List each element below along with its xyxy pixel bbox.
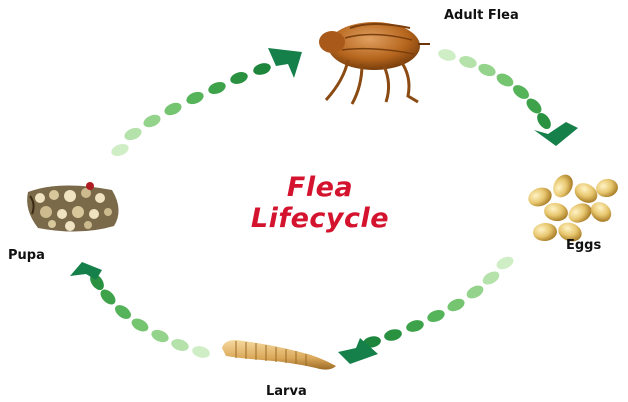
arrow-dots-eggs-to-larva bbox=[362, 254, 515, 349]
diagram-title: Flea Lifecycle bbox=[220, 172, 420, 234]
eggs-illustration bbox=[526, 171, 620, 244]
arrow-dots-adult-to-eggs bbox=[437, 47, 554, 131]
larva-illustration bbox=[222, 340, 336, 370]
arrow-dots-larva-to-pupa bbox=[87, 271, 211, 359]
title-line-2: Lifecycle bbox=[220, 203, 420, 234]
arrow-head-top-right bbox=[534, 122, 578, 146]
title-line-1: Flea bbox=[220, 172, 420, 203]
arrow-dots-pupa-to-adult bbox=[110, 61, 273, 158]
arrow-head-left bbox=[70, 262, 102, 280]
stage-label-pupa: Pupa bbox=[8, 248, 45, 263]
stage-label-larva: Larva bbox=[266, 384, 307, 399]
arrow-head-top-left bbox=[268, 48, 302, 78]
adult-flea-illustration bbox=[319, 22, 430, 104]
stage-label-adult: Adult Flea bbox=[444, 8, 519, 23]
pupa-illustration bbox=[27, 182, 118, 232]
stage-label-eggs: Eggs bbox=[566, 238, 601, 253]
